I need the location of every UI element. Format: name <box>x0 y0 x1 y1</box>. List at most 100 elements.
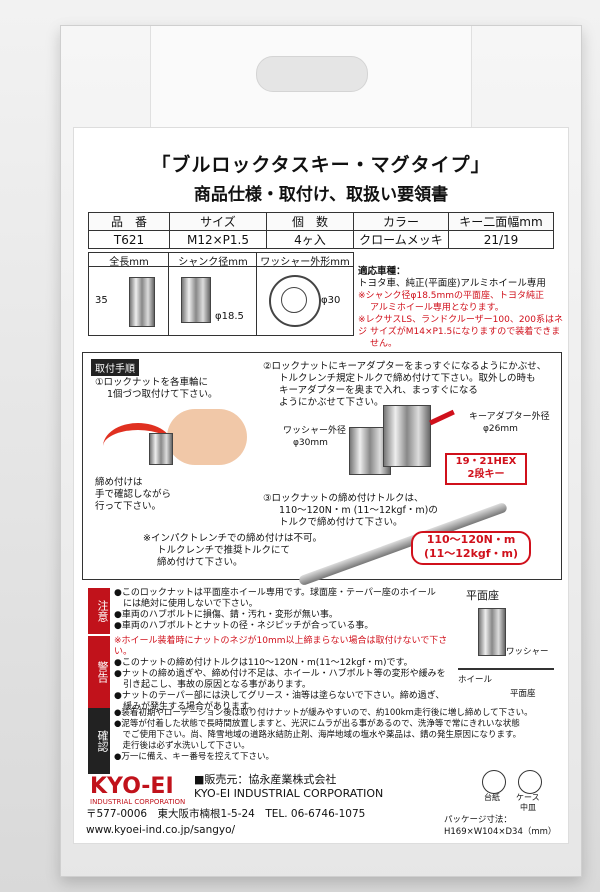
seller: ■販売元：協永産業株式会社 <box>194 773 337 786</box>
caution-line: ●このロックナットは平面座ホイール専用です。球面座・テーパー座のホイール <box>114 588 436 598</box>
company-url[interactable]: www.kyoei-ind.co.jp/sangyo/ <box>86 824 236 836</box>
spec-cell: 4ヶ入 <box>266 230 354 249</box>
recycle-paper-icon <box>482 770 506 794</box>
seat-line <box>458 668 554 670</box>
torque-badge-b: (11～12kgf・m) <box>423 547 519 560</box>
title-line2: 商品仕様・取付け、取扱い要領書 <box>193 185 449 205</box>
caution-line: ●車両のハブボルトに損傷、錆・汚れ・変形が無い事。 <box>114 610 338 620</box>
step2d: ようにかぶせて下さい。 <box>279 397 384 408</box>
step1a: ①ロックナットを各車輪に <box>95 377 209 388</box>
spec-table: 品 番 サイズ 個 数 カラー キー二面幅mm T621 M12×P1.5 4ヶ… <box>88 212 554 249</box>
hex-badge-a: 19・21HEX <box>455 456 517 467</box>
confirm-text: ●装着初期やローテーション後は取り付けナットが緩みやすいので、約100km走行後… <box>114 708 562 763</box>
washer-dia-label: ワッシャー外径 <box>283 426 347 436</box>
torque-badge: 110～120N・m (11～12kgf・m) <box>411 531 531 565</box>
key-dia-label: キーアダプター外径 <box>469 412 550 422</box>
spec-cell: M12×P1.5 <box>169 230 267 249</box>
shank-box: φ18.5 <box>168 266 258 336</box>
spec-header: 個 数 <box>266 212 354 231</box>
torque-badge-a: 110～120N・m <box>426 533 516 546</box>
hex-badge-b: 2段キー <box>467 469 505 480</box>
company-logo-sub: INDUSTRIAL CORPORATION <box>90 798 186 806</box>
confirm-tag: 確認 <box>88 708 110 774</box>
compat-heading: 適応車種： <box>358 266 406 277</box>
compat-note2: アルミホイール専用となります。 <box>370 303 504 313</box>
length-value: 35 <box>95 295 108 306</box>
company-logo: KYO-EI <box>90 774 174 799</box>
arrow-red-icon <box>429 409 455 426</box>
seat-title: 平面座 <box>466 589 499 602</box>
step3a: ③ロックナットの締め付けトルクは、 <box>263 493 424 504</box>
company-address: 〒577-0006 東大阪市楠根1-5-24 TEL. 06-6746-1075 <box>86 808 366 820</box>
confirm-line: でご使用下さい。尚、降雪地域の道路氷結防止剤、海岸地域の塩水や薬品は、錆の発生原… <box>114 730 522 740</box>
warning-line: ※ホイール装着時にナットのネジが10mm以上締まらない場合は取付けないで下さい。 <box>114 636 448 657</box>
spec-cell: T621 <box>88 230 170 249</box>
spec-cell: クロームメッキ <box>353 230 449 249</box>
caution-line: には絶対に使用しないで下さい。 <box>114 599 258 609</box>
hand-note-c: 行って下さい。 <box>95 501 162 512</box>
warning-line: ●ナットの締め過ぎや、締め付け不足は、ホイール・ハブボルト等の変形や緩みを <box>114 669 446 679</box>
washer-box: φ30 <box>256 266 354 336</box>
seat-nut-icon <box>478 608 506 656</box>
warning-line: ●このナットの締め付けトルクは110～120N・m(11～12kgf・m)です。 <box>114 658 413 668</box>
warning-line: 引き起こし、事故の原因となる事があります。 <box>114 680 311 690</box>
compat-note1: ※シャンク径φ18.5mmの平面座、トヨタ純正 <box>358 291 545 301</box>
washer-value: φ30 <box>321 295 341 306</box>
package-hanger <box>150 25 472 131</box>
recycle-label3: 中皿 <box>520 803 536 812</box>
company-english: KYO-EI INDUSTRIAL CORPORATION <box>194 787 384 800</box>
confirm-line: ●装着初期やローテーション後は取り付けナットが緩みやすいので、約100km走行後… <box>114 708 533 718</box>
key-dia-value: φ26mm <box>483 424 518 434</box>
washer-inner-icon <box>281 287 307 313</box>
spec-header: サイズ <box>169 212 267 231</box>
step2b: トルクレンチ規定トルクで締め付けて下さい。取外しの時も <box>279 373 536 384</box>
confirm-line: ●泥等が付着した状態で長時間放置しますと、光沢にムラが出る事があるので、洗浄等で… <box>114 719 520 729</box>
spec-cell: 21/19 <box>448 230 554 249</box>
impact-b: トルクレンチで推奨トルクにて <box>157 545 291 556</box>
recycle-label2: ケース <box>516 793 540 802</box>
spec-header: カラー <box>353 212 449 231</box>
hand-note-a: 締め付けは <box>95 477 143 488</box>
recycle-label1: 台紙 <box>484 793 500 802</box>
compat-note3: ※レクサスLS、ランドクルーザー100、200系はネジ <box>358 315 563 337</box>
length-box: 35 <box>88 266 170 336</box>
pkg-label: パッケージ寸法： <box>444 815 512 825</box>
step2c: キーアダプターを奥まで入れ、まっすぐになる <box>279 385 478 396</box>
nut-side-icon <box>129 277 155 327</box>
shank-value: φ18.5 <box>215 311 244 322</box>
impact-c: 締め付けて下さい。 <box>157 557 243 568</box>
key-adapter-icon <box>383 405 431 467</box>
step2a: ②ロックナットにキーアダプターをまっすぐになるようにかぶせ、 <box>263 361 547 372</box>
warning-text: ※ホイール装着時にナットのネジが10mm以上締まらない場合は取付けないで下さい。… <box>114 636 454 713</box>
hang-hole <box>256 56 368 92</box>
pkg-size: H169×W104×D34（mm） <box>444 827 557 837</box>
recycle-plastic-icon <box>518 770 542 794</box>
confirm-line: ●万一に備え、キー番号を控えて下さい。 <box>114 752 274 762</box>
step1b: 1個づつ取付けて下さい。 <box>107 389 218 400</box>
caution-text: ●このロックナットは平面座ホイール専用です。球面座・テーパー座のホイール には絶… <box>114 588 444 632</box>
washer-ring-icon <box>269 275 321 327</box>
warning-line: 緩みが発生する場合があります。 <box>114 702 258 712</box>
compat-note4: サイズがM14×P1.5になりますので装着できません。 <box>370 327 561 349</box>
hand-note-b: 手で確認しながら <box>95 489 172 500</box>
spec-header: 品 番 <box>88 212 170 231</box>
confirm-line: 走行後は必ず水洗いして下さい。 <box>114 741 250 751</box>
hex-badge: 19・21HEX 2段キー <box>445 453 527 485</box>
compat-line1: トヨタ車、純正(平面座)アルミホイール専用 <box>358 278 546 289</box>
seat-flat: 平面座 <box>510 689 536 699</box>
nut-hand-icon <box>149 433 173 465</box>
caution-line: ●車両のハブボルトとナットの径・ネジピッチが合っている事。 <box>114 621 374 631</box>
seat-washer: ワッシャー <box>506 647 549 657</box>
spec-header: キー二面幅mm <box>448 212 554 231</box>
instruction-card: 「ブルロックタスキー・マグタイプ」 商品仕様・取付け、取扱い要領書 品 番 サイ… <box>74 128 568 843</box>
install-section: 取付手順 ①ロックナットを各車輪に 1個づつ取付けて下さい。 締め付けは 手で確… <box>82 352 562 587</box>
nut-shank-icon <box>181 277 211 323</box>
step3b: 110～120N・m (11～12kgf・m)の <box>279 505 438 516</box>
hand-icon <box>167 409 247 465</box>
seat-wheel: ホイール <box>458 675 493 685</box>
warning-line: ●ナットのテーパー部には決してグリース・油等は塗らないで下さい。締め過ぎ、 <box>114 691 445 701</box>
install-tag: 取付手順 <box>91 359 139 376</box>
title-line1: 「ブルロックタスキー・マグタイプ」 <box>151 154 491 176</box>
warning-tag: 警告 <box>88 636 110 708</box>
rotate-arrow-icon <box>103 423 173 470</box>
